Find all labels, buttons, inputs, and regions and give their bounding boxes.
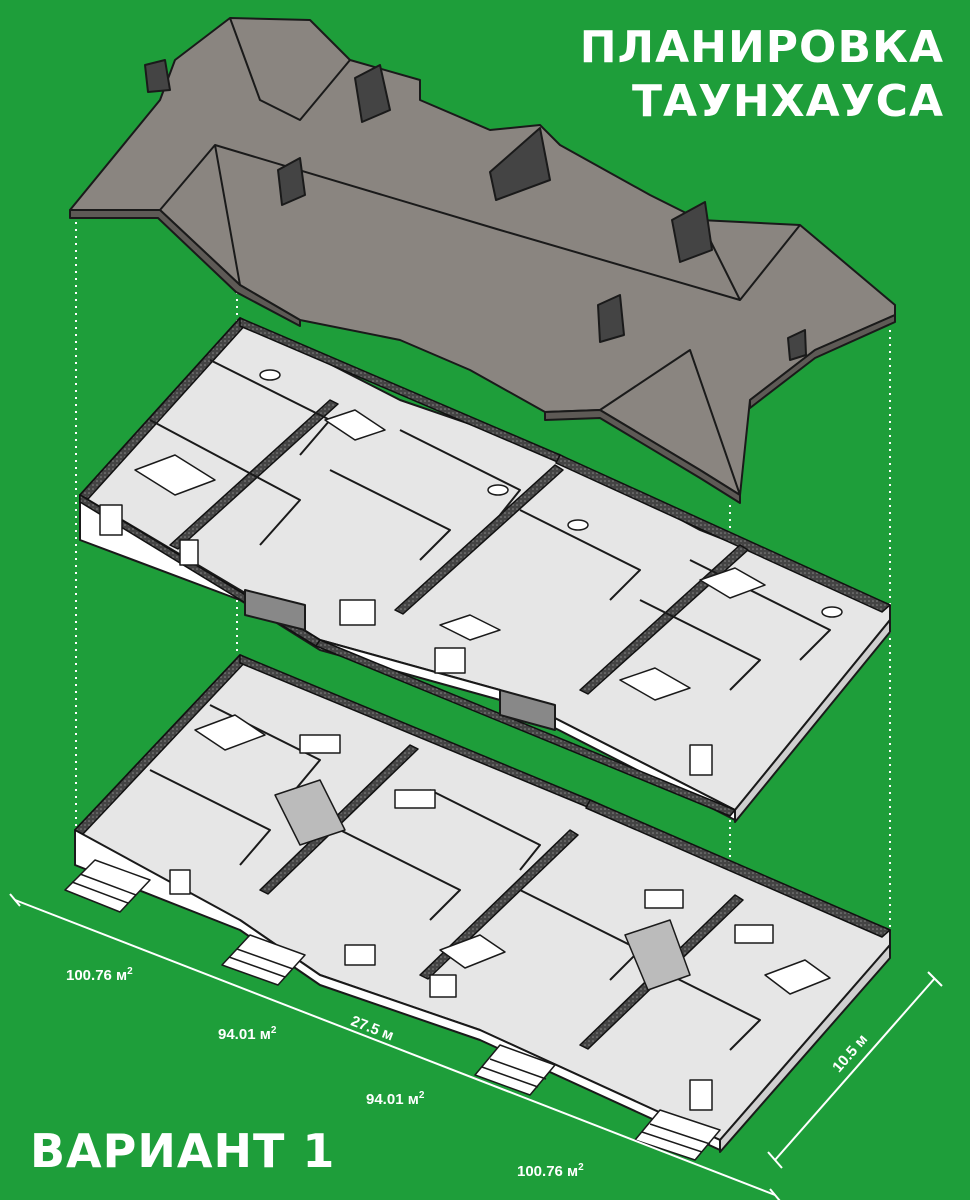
- unit-area-label-2: 94.01 м2: [218, 1025, 277, 1043]
- unit-area-label-1: 100.76 м2: [66, 966, 133, 984]
- page-title-line1: ПЛАНИРОВКА: [579, 22, 944, 73]
- page-title-line2: ТАУНХАУСА: [631, 76, 944, 127]
- dimension-lines: [9, 893, 943, 1200]
- second-floor-plan: [79, 317, 891, 823]
- roof: [69, 17, 896, 504]
- variant-label: ВАРИАНТ 1: [30, 1124, 336, 1178]
- unit-area-label-4: 100.76 м2: [517, 1162, 584, 1180]
- first-floor-plan: [64, 654, 891, 1161]
- unit-area-label-3: 94.01 м2: [366, 1090, 425, 1108]
